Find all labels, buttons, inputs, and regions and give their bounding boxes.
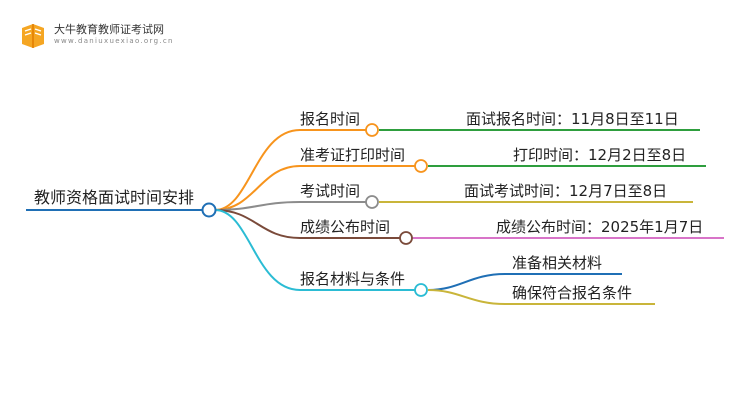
branch-detail-3: 面试考试时间：12月7日至8日 bbox=[464, 182, 667, 200]
branch-label-3: 考试时间 bbox=[300, 182, 360, 200]
branch-node-3[interactable] bbox=[365, 195, 379, 209]
branch-node-2[interactable] bbox=[414, 159, 428, 173]
branch-node-5[interactable] bbox=[414, 283, 428, 297]
brand-title: 大牛教育教师证考试网 bbox=[54, 23, 164, 36]
branch-label-4: 成绩公布时间 bbox=[300, 218, 390, 236]
brand-url: www.daniuxuexiao.org.cn bbox=[54, 37, 174, 45]
brand-logo: 大牛教育教师证考试网 www.daniuxuexiao.org.cn bbox=[18, 18, 318, 52]
branch-detail-4: 成绩公布时间：2025年1月7日 bbox=[496, 218, 703, 236]
branch-connector-3 bbox=[214, 201, 366, 211]
branch-connector-1 bbox=[214, 129, 366, 211]
book-icon bbox=[22, 24, 44, 48]
branch-node-1[interactable] bbox=[365, 123, 379, 137]
branch-connector-2 bbox=[214, 165, 415, 211]
branch-detail-1: 面试报名时间：11月8日至11日 bbox=[466, 110, 679, 128]
branch-connector-5 bbox=[214, 209, 415, 291]
branch-label-5: 报名材料与条件 bbox=[300, 270, 405, 288]
branch-detail-2: 打印时间：12月2日至8日 bbox=[513, 146, 686, 164]
sub-label-1: 准备相关材料 bbox=[512, 254, 602, 272]
branch-node-4[interactable] bbox=[399, 231, 413, 245]
branch-connector-4 bbox=[214, 209, 400, 239]
branch-label-1: 报名时间 bbox=[300, 110, 360, 128]
sub-connector-1 bbox=[427, 273, 622, 291]
root-node[interactable] bbox=[201, 202, 217, 218]
sub-label-2: 确保符合报名条件 bbox=[512, 284, 632, 302]
root-label: 教师资格面试时间安排 bbox=[34, 188, 194, 207]
sub-connector-2 bbox=[427, 289, 655, 305]
branch-label-2: 准考证打印时间 bbox=[300, 146, 405, 164]
